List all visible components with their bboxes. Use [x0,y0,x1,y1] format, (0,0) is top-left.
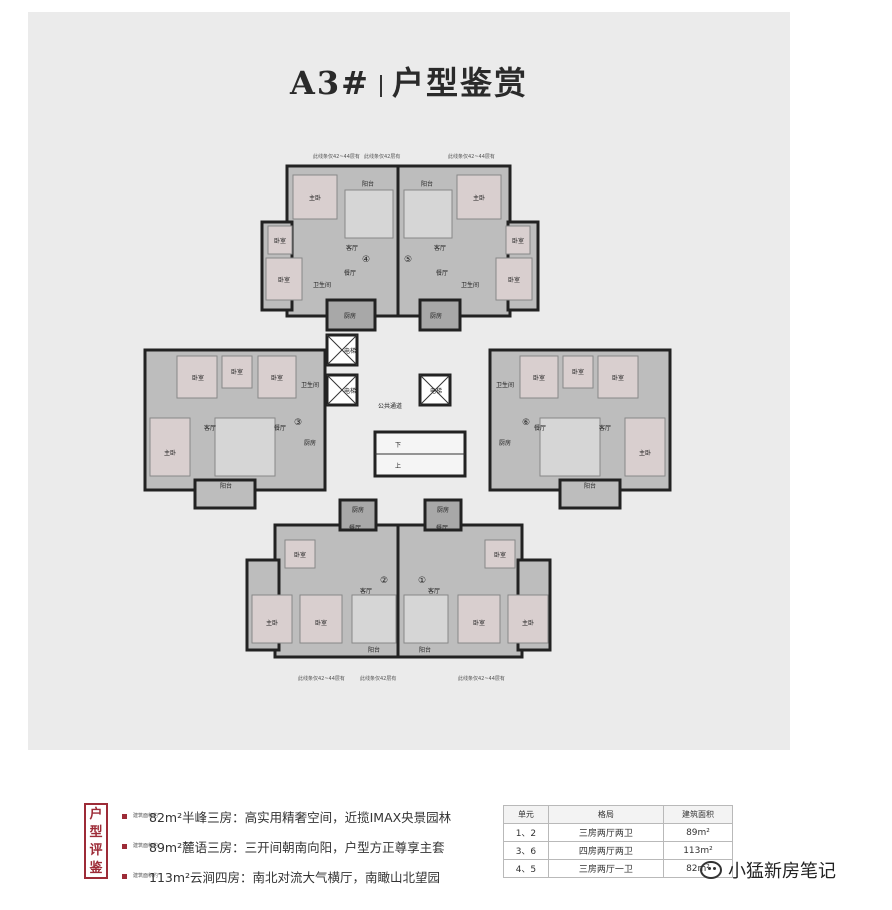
left-bed-2: 卧室 [231,368,243,376]
note-top-3: 此线条仅42~44层有 [448,153,495,160]
right-bed-1: 卧室 [533,374,545,382]
table-row: 1、2 三房两厅两卫 89m² [503,823,734,842]
bottom-master-2: 主卧 [266,619,278,627]
review-points: 建筑面积约 82m²半峰三房：高实用精奢空间，近揽IMAX央景园林 建筑面积约 … [122,801,451,891]
area-tiny-label: 建筑面积约 [133,812,159,819]
area-tiny-label: 建筑面积约 [133,872,159,879]
page-title: A3# 户型鉴赏 [0,58,818,104]
elevator-3: 电梯 [430,387,442,395]
top-master-5: 主卧 [473,194,485,202]
note-bottom-3: 此线条仅42~44层有 [458,675,505,682]
bullet-icon [122,813,127,819]
left-kitchen: 厨房 [304,439,316,447]
bottom-kitchen-1: 厨房 [437,506,449,514]
note-top-1: 此线条仅42~44层有 [313,153,360,160]
units-table: 单元 格局 建筑面积 1、2 三房两厅两卫 89m² 3、6 四房两厅两卫 11… [503,805,734,878]
review-label: 户 型 评 鉴 [84,803,108,879]
top-dining-4: 餐厅 [344,269,356,277]
table-header-row: 单元 格局 建筑面积 [503,805,734,824]
review-point-2: 建筑面积约 89m²麓语三房：三开间朝南向阳，户型方正尊享主套 [122,831,451,861]
top-bath-5: 卫生间 [461,281,479,289]
floor-plan-drawing: 此线条仅42~44层有 此线条仅42层有 此线条仅42~44层有 主卧 主卧 卧… [143,153,672,682]
bottom-master-1: 主卧 [522,619,534,627]
table-row: 3、6 四房两厅两卫 113m² [503,841,734,860]
top-balcony-5: 阳台 [421,180,433,188]
bottom-living-1: 客厅 [428,587,440,595]
review-point-1: 建筑面积约 82m²半峰三房：高实用精奢空间，近揽IMAX央景园林 [122,801,451,831]
unit-3-number: ③ [294,418,302,428]
top-master-4: 主卧 [309,194,321,202]
public-corridor: 公共通道 [378,402,402,410]
left-bath: 卫生间 [301,381,319,389]
unit-6-number: ⑥ [522,418,530,428]
unit-2-number: ② [380,576,388,586]
watermark: 小猛新房笔记 [700,857,836,883]
unit-1-number: ① [418,576,426,586]
right-bed-2: 卧室 [572,368,584,376]
bottom-kitchen-2: 厨房 [352,506,364,514]
unit-5-number: ⑤ [404,255,412,265]
top-dining-5: 餐厅 [436,269,448,277]
top-balcony-4: 阳台 [362,180,374,188]
note-bottom-2: 此线条仅42层有 [360,675,396,682]
right-master: 主卧 [639,449,651,457]
right-kitchen: 厨房 [499,439,511,447]
bottom-bed-2b: 卧室 [294,551,306,559]
bottom-bed-1: 卧室 [473,619,485,627]
top-bed-5: 卧室 [508,276,520,284]
stair-up-1: 上 [395,462,401,470]
top-wing-rooms [265,174,533,301]
bullet-icon [122,843,127,849]
right-bed-3: 卧室 [612,374,624,382]
top-bed-5b: 卧室 [512,237,524,245]
left-living: 客厅 [204,424,216,432]
title-text: 户型鉴赏 [391,64,528,102]
left-master: 主卧 [164,449,176,457]
left-bed-1: 卧室 [192,374,204,382]
top-living-5: 客厅 [434,244,446,252]
right-bath: 卫生间 [496,381,514,389]
bottom-bed-1b: 卧室 [494,551,506,559]
top-bed-4b: 卧室 [274,237,286,245]
stair-down-1: 下 [395,442,401,449]
left-bed-3: 卧室 [271,374,283,382]
area-tiny-label: 建筑面积约 [133,842,159,849]
top-living-4: 客厅 [346,244,358,252]
left-balcony: 阳台 [220,482,232,490]
top-bath-4: 卫生间 [313,281,331,289]
bottom-dining-2: 餐厅 [349,524,361,532]
elevator-1: 电梯 [344,347,356,355]
review-point-3: 建筑面积约 113m²云涧四房：南北对流大气横厅，南瞰山北望园 [122,861,451,891]
elevator-2: 电梯 [344,387,356,395]
top-kitchen-4: 厨房 [344,312,356,320]
bottom-living-2: 客厅 [360,587,372,595]
note-top-2: 此线条仅42层有 [364,153,400,160]
bottom-bed-2: 卧室 [315,619,327,627]
building-number: A3# [290,64,370,102]
note-bottom-1: 此线条仅42~44层有 [298,675,345,682]
bullet-icon [122,873,127,879]
wechat-icon [700,861,722,879]
bottom-balcony-1: 阳台 [419,646,431,654]
top-bed-4: 卧室 [278,276,290,284]
right-living: 客厅 [599,424,611,432]
left-dining: 餐厅 [274,424,286,432]
bottom-balcony-2: 阳台 [368,646,380,654]
unit-4-number: ④ [362,255,370,265]
top-kitchen-5: 厨房 [430,312,442,320]
table-row: 4、5 三房两厅一卫 82m² [503,859,734,878]
right-dining: 餐厅 [534,424,546,432]
bottom-dining-1: 餐厅 [436,524,448,532]
right-balcony: 阳台 [584,482,596,490]
